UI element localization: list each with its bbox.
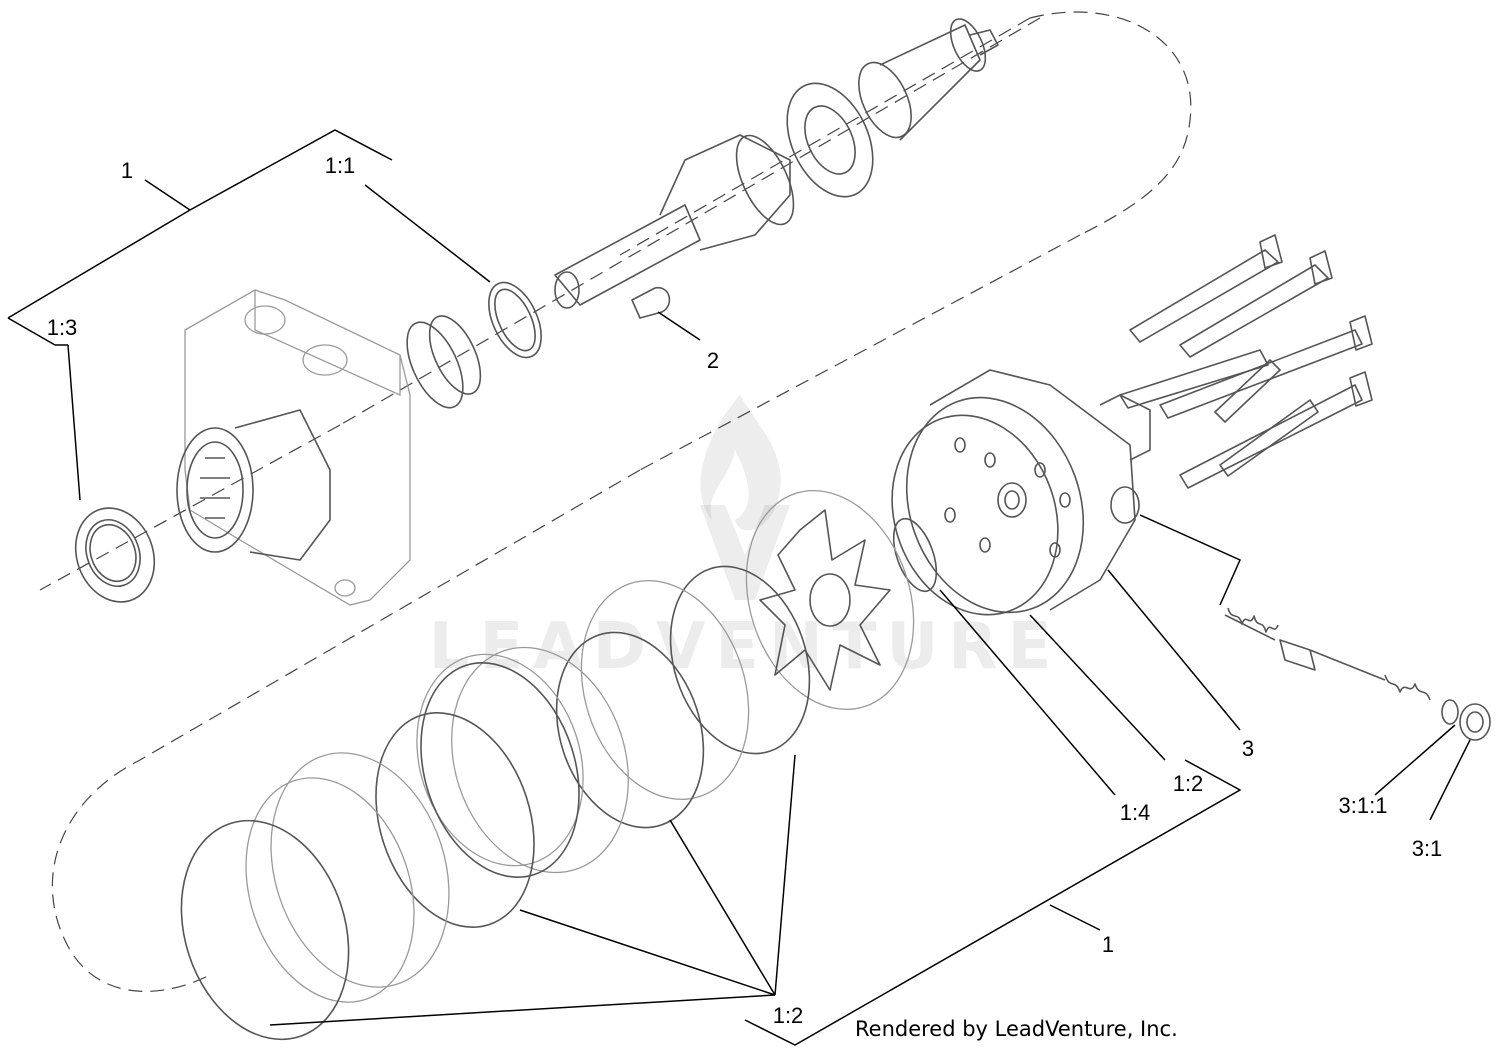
end-cover-3 xyxy=(905,369,1151,614)
callout-1-2-bottom: 1:2 xyxy=(773,1003,804,1028)
gerotor-star xyxy=(745,490,915,710)
bracket-1-top xyxy=(7,129,393,319)
callout-1-top: 1 xyxy=(121,158,133,183)
assembly-envelope-outline xyxy=(39,11,1192,992)
callout-2: 2 xyxy=(707,348,719,373)
o-ring-1-2-right xyxy=(891,414,1059,616)
o-rings-upper xyxy=(406,281,542,409)
callout-1-4: 1:4 xyxy=(1120,800,1151,825)
seal-1-3 xyxy=(74,507,156,603)
o-ring-1-4 xyxy=(892,517,938,593)
callout-3-1: 3:1 xyxy=(1412,836,1443,861)
callout-3-1-1: 3:1:1 xyxy=(1339,793,1388,818)
callout-1-3: 1:3 xyxy=(47,315,78,340)
watermark-flame-icon xyxy=(700,395,781,531)
output-shaft xyxy=(554,18,999,309)
envelope-upper-line xyxy=(619,17,1031,256)
motor-housing xyxy=(176,289,411,606)
woodruff-key-2 xyxy=(631,287,671,319)
relief-valve-cartridge xyxy=(1224,607,1491,741)
callout-1-bottom: 1 xyxy=(1102,932,1114,957)
leader-lines xyxy=(7,129,1471,1046)
watermark-v-icon xyxy=(700,505,790,600)
cap-screws xyxy=(1119,234,1373,489)
callout-3: 3 xyxy=(1242,736,1254,761)
footer-credit: Rendered by LeadVenture, Inc. xyxy=(855,1017,1178,1041)
valve-plates xyxy=(180,565,811,1041)
callout-1-2-right: 1:2 xyxy=(1173,771,1204,796)
bracket-1-bottom xyxy=(744,759,1242,1046)
envelope-lower-line xyxy=(639,234,1081,471)
callout-1-1: 1:1 xyxy=(325,153,356,178)
